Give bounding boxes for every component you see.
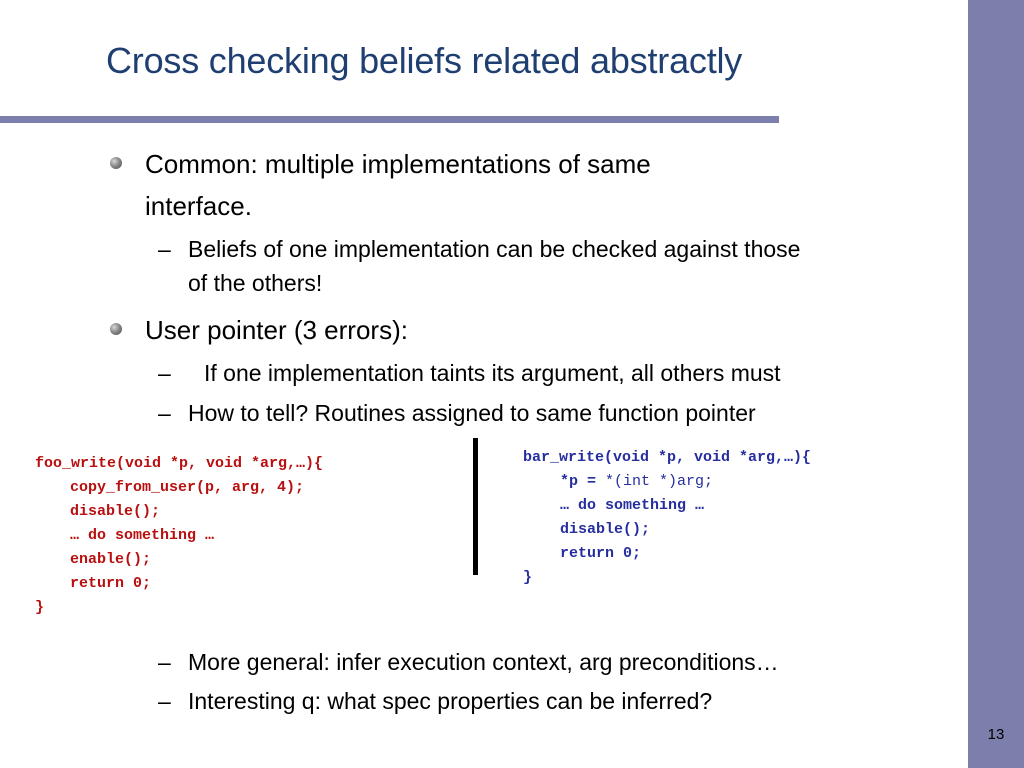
page-number: 13 — [987, 726, 1005, 743]
bullet-text-line: interface. — [145, 191, 252, 221]
code-line: } — [35, 599, 45, 616]
code-segment: , 4); — [259, 479, 305, 496]
code-line: return 0; — [70, 575, 152, 592]
title-underline — [0, 116, 779, 123]
code-line: return 0; — [560, 545, 642, 562]
code-line: bar_write(void *p, void *arg,…){ — [523, 449, 812, 466]
sub-bullet-dash: – — [158, 236, 171, 262]
sub-bullet-text: Interesting q: what spec properties can … — [188, 688, 713, 714]
sub-bullet-text: More general: infer execution context, a… — [188, 649, 779, 675]
bullet-icon — [110, 323, 122, 335]
slide-title: Cross checking beliefs related abstractl… — [106, 40, 743, 81]
right-side-band — [968, 0, 1024, 768]
sub-bullet-dash: – — [158, 688, 171, 714]
code-line: … do something … — [560, 497, 705, 514]
code-line: … do something … — [70, 527, 215, 544]
code-line: *p = *(int *)arg; — [560, 470, 713, 494]
sub-bullet-text: How to tell? Routines assigned to same f… — [188, 400, 756, 426]
code-segment: *p = — [560, 473, 606, 490]
code-divider — [473, 438, 478, 575]
bullet-icon — [110, 157, 122, 169]
sub-bullet-text: of the others! — [188, 270, 323, 296]
code-line: disable(); — [70, 503, 161, 520]
sub-bullet-dash: – — [158, 400, 171, 426]
code-line: enable(); — [70, 551, 152, 568]
bullet-text-line: Common: multiple implementations of same — [145, 149, 651, 179]
code-segment: *(int *)arg; — [605, 473, 714, 490]
sub-bullet-text: If one implementation taints its argumen… — [204, 360, 781, 386]
code-line: copy_from_user(p, arg, 4); — [70, 476, 304, 500]
code-line: } — [523, 569, 533, 586]
code-line: foo_write(void *p, void *arg,…){ — [35, 455, 324, 472]
sub-bullet-text: Beliefs of one implementation can be che… — [188, 236, 801, 262]
bullet-text-line: User pointer (3 errors): — [145, 315, 408, 345]
sub-bullet-dash: – — [158, 360, 171, 386]
sub-bullet-dash: – — [158, 649, 171, 675]
code-line: disable(); — [560, 521, 651, 538]
code-highlight-arg: arg — [232, 479, 260, 496]
code-segment: copy_from_user(p, — [70, 479, 233, 496]
